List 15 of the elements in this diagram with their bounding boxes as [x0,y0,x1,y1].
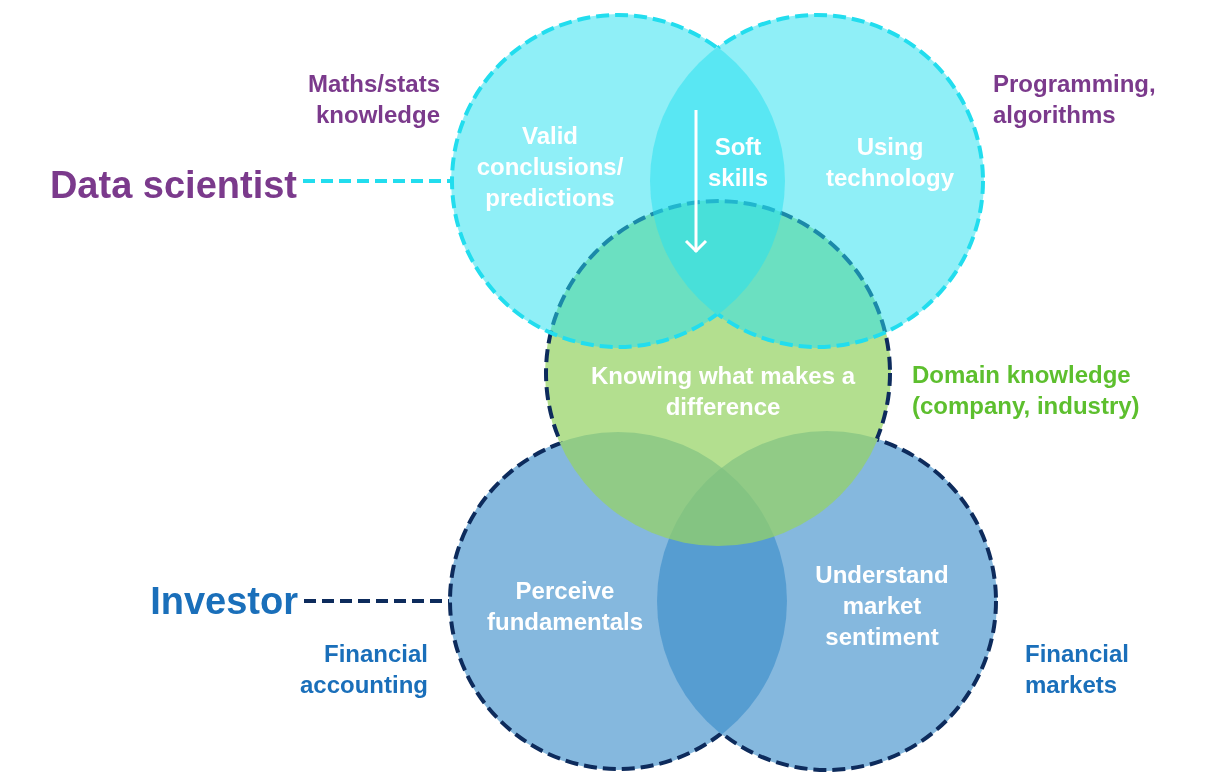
set-label: Maths/stats knowledge [306,69,440,130]
circle-text: Understand market sentiment [814,560,950,652]
connector-line [303,179,451,183]
circle-text: Valid conclusions/ predictions [475,121,625,213]
circle-text: Knowing what makes a difference [589,361,857,422]
role-title: Data scientist [48,163,297,207]
circle-text: Perceive fundamentals [486,576,644,637]
circle-text: Using technology [825,132,955,193]
overlap-text: Soft skills [706,132,769,193]
set-label: Domain knowledge (company, industry) [912,360,1141,421]
set-label: Programming, algorithms [993,69,1157,130]
set-label: Financial accounting [299,639,428,700]
role-title: Investor [149,579,298,623]
connector-line [304,599,449,603]
set-label: Financial markets [1025,639,1131,700]
